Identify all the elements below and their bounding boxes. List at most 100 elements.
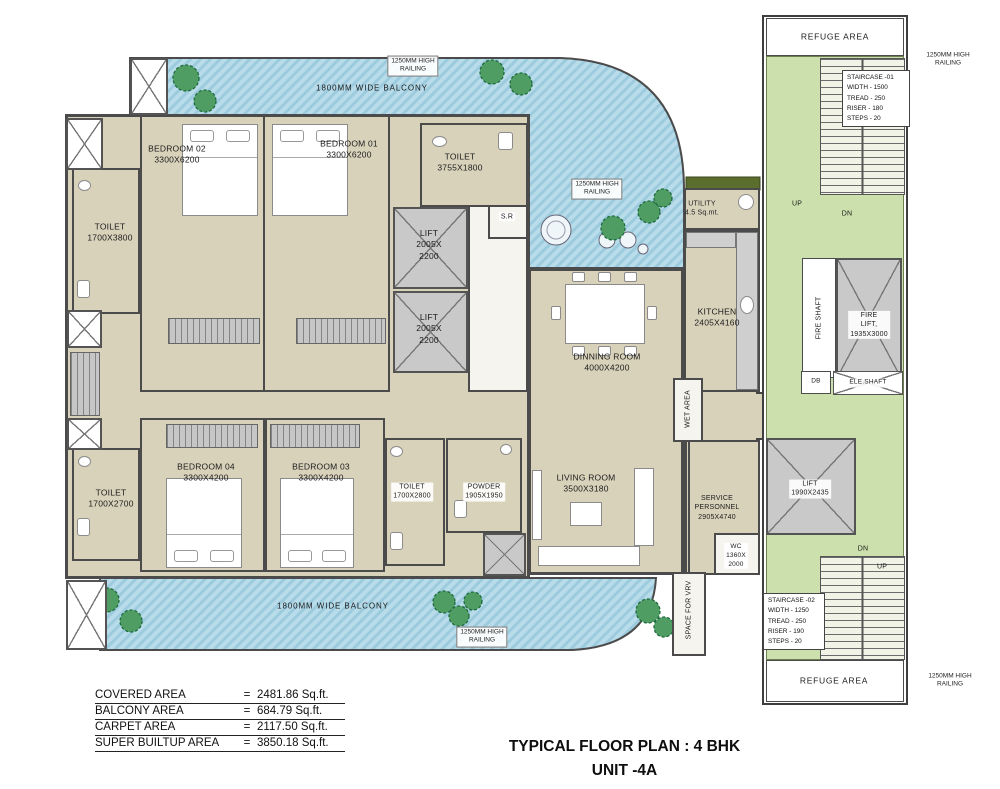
column-box — [66, 118, 103, 170]
lift-upper-label: LIFT 2005X 2200 — [416, 227, 442, 261]
wardrobe — [296, 318, 386, 344]
chair — [598, 346, 611, 356]
planter-icon — [619, 231, 637, 249]
pillow — [316, 130, 340, 142]
sr-label: S.R — [498, 212, 516, 222]
toilet-top-label: TOILET 3755X1800 — [437, 151, 483, 173]
tree-icon — [119, 609, 143, 633]
equals-sign: = — [243, 705, 251, 717]
wc-fixture — [454, 500, 467, 518]
railing-label: 1250MM HIGH RAILING — [387, 55, 439, 77]
sink — [500, 444, 512, 455]
tree-icon — [509, 72, 533, 96]
living-label: LIVING ROOM 3500X3180 — [556, 472, 616, 494]
balcony-top-label: 1800MM WIDE BALCONY — [316, 83, 428, 93]
sink — [78, 456, 91, 467]
sofa — [634, 468, 654, 546]
washing-machine — [738, 194, 754, 210]
bottom-balcony — [99, 577, 658, 651]
tree-icon — [653, 616, 675, 638]
lift-lower-label: LIFT 2005X 2200 — [416, 311, 442, 345]
chair — [598, 272, 611, 282]
tree-icon — [479, 59, 505, 85]
refuge-area-top — [766, 18, 904, 56]
tree-icon — [653, 188, 673, 208]
sink — [78, 180, 91, 191]
wardrobe — [270, 424, 360, 448]
table-row: CARPET AREA = 2117.50 Sq.ft. — [95, 720, 345, 736]
dn-label: DN — [857, 545, 869, 553]
pillow — [280, 130, 304, 142]
fire-shaft-label: FIRE SHAFT — [815, 296, 823, 340]
bedroom-03-label: BEDROOM 03 3300X4200 — [292, 461, 350, 483]
tv-unit — [532, 470, 542, 540]
area-label: COVERED AREA — [95, 689, 186, 701]
toilet-bottom-left-label: TOILET 1700X2700 — [88, 487, 134, 509]
wc-fixture — [77, 280, 90, 298]
railing-label: 1250MM HIGH RAILING — [456, 626, 508, 648]
staircase-02-note: STAIRCASE -02 WIDTH - 1250 TREAD - 250 R… — [763, 593, 825, 651]
tree-icon — [635, 598, 661, 624]
area-label: BALCONY AREA — [95, 705, 184, 717]
area-label: CARPET AREA — [95, 721, 176, 733]
column-box — [67, 310, 102, 348]
planter-icon — [637, 243, 649, 255]
refuge-bottom-label: REFUGE AREA — [799, 675, 869, 686]
bed — [280, 478, 354, 568]
area-label: SUPER BUILTUP AREA — [95, 737, 220, 749]
area-value: 684.79 Sq.ft. — [257, 705, 323, 717]
staircase-02 — [820, 556, 905, 660]
dining-label: DINNING ROOM 4000X4200 — [573, 351, 641, 373]
chair — [572, 272, 585, 282]
toilet-top-left-label: TOILET 1700X3800 — [87, 221, 133, 243]
tree-icon — [637, 200, 661, 224]
bed — [182, 124, 258, 216]
column-box — [67, 418, 102, 450]
planter-icon — [540, 214, 572, 246]
railing-label: 1250MM HIGH RAILING — [926, 51, 970, 67]
tree-icon — [600, 215, 626, 241]
toilet-bottom-label: TOILET 1700X2800 — [391, 482, 433, 502]
lift-shaft-upper — [393, 207, 468, 289]
tower-lift-label: LIFT 1990X2435 — [789, 479, 831, 499]
chair — [624, 346, 637, 356]
column-box — [66, 580, 107, 650]
equals-sign: = — [243, 689, 251, 701]
planter-icon — [546, 220, 566, 240]
shaft-near-powder — [483, 533, 526, 576]
railing-label: 1250MM HIGH RAILING — [928, 672, 972, 688]
wardrobe — [166, 424, 258, 448]
pillow — [226, 130, 250, 142]
area-value: 2481.86 Sq.ft. — [257, 689, 329, 701]
plan-title: TYPICAL FLOOR PLAN : 4 BHK UNIT -4A — [452, 735, 797, 783]
equals-sign: = — [243, 737, 251, 749]
table-row: BALCONY AREA = 684.79 Sq.ft. — [95, 704, 345, 720]
ele-shaft-label: ELE.SHAFT — [847, 378, 889, 388]
wet-area-label: WET AREA — [684, 390, 692, 428]
balcony-bottom-label: 1800MM WIDE BALCONY — [277, 601, 389, 611]
room-toilet-top-left — [72, 168, 140, 314]
bedroom-02-label: BEDROOM 02 3300X6200 — [148, 143, 206, 165]
coffee-table — [570, 502, 602, 526]
fire-lift-label: FIRE LIFT, 1935X3000 — [848, 310, 890, 340]
up-label: UP — [876, 563, 888, 571]
pillow — [288, 550, 312, 562]
tree-icon — [448, 605, 470, 627]
wc-fixture — [498, 132, 513, 150]
dining-table — [565, 284, 645, 344]
sofa — [538, 546, 640, 566]
area-value: 2117.50 Sq.ft. — [257, 721, 328, 733]
room-wet-area — [673, 378, 703, 442]
column-box — [130, 58, 168, 115]
vrv-label: SPACE FOR VRV — [685, 580, 693, 640]
wc-fixture — [390, 532, 403, 550]
pillow — [210, 550, 234, 562]
wc-label: WC 1360X 2000 — [724, 542, 748, 570]
chair — [572, 346, 585, 356]
pillow — [322, 550, 346, 562]
wardrobe — [70, 352, 100, 416]
powder-label: POWDER 1905X1950 — [463, 482, 505, 502]
bedroom-01-label: BEDROOM 01 3300X6200 — [320, 138, 378, 160]
tree-icon — [193, 89, 217, 113]
bedroom-04-label: BEDROOM 04 3300X4200 — [177, 461, 235, 483]
